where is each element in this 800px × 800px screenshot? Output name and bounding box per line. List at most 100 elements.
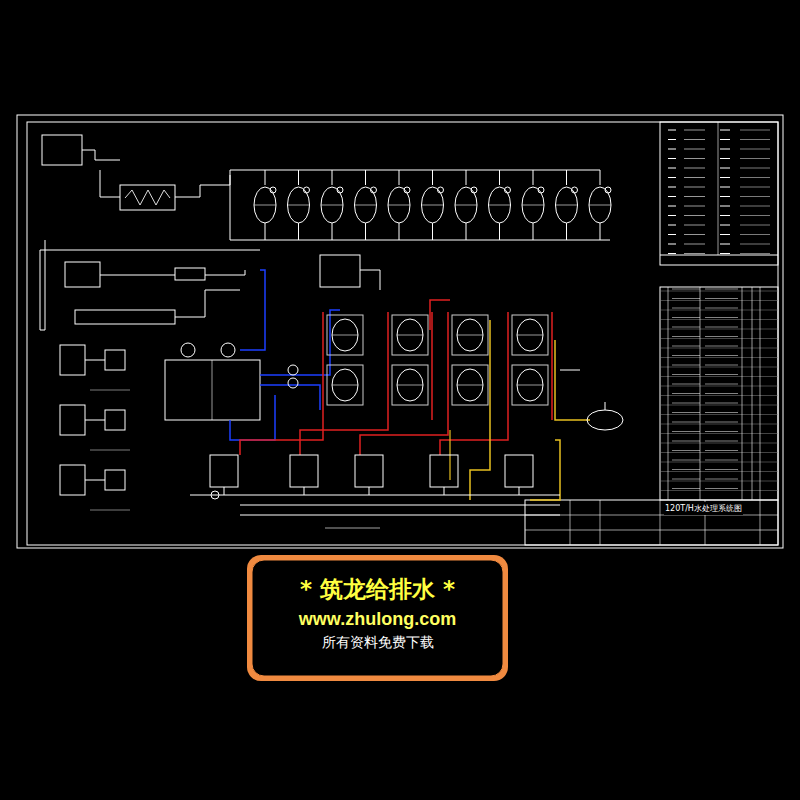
legend-symbol xyxy=(668,244,676,245)
legend-text-mark xyxy=(684,234,705,235)
legend-symbol xyxy=(668,215,676,216)
exchanger-vessel xyxy=(457,319,483,351)
legend-text-mark xyxy=(684,177,705,178)
pipe-line xyxy=(360,270,380,290)
legend-text-mark xyxy=(684,139,705,140)
table-text-mark xyxy=(672,479,700,480)
pipe-line xyxy=(82,150,120,160)
legend-text-mark xyxy=(684,225,705,226)
table-text-mark xyxy=(705,441,738,442)
pipe-line xyxy=(85,420,105,421)
table-text-mark xyxy=(705,365,738,366)
pipe-line xyxy=(240,270,265,350)
pipe-line xyxy=(304,487,305,495)
pipe-line xyxy=(175,290,240,317)
table-text-mark xyxy=(705,479,738,480)
pipe-line xyxy=(566,170,567,185)
legend-text-mark xyxy=(740,234,770,235)
legend-symbol xyxy=(720,139,730,140)
storage-tank xyxy=(165,360,260,420)
table-rule xyxy=(760,500,761,545)
table-text-mark xyxy=(705,393,738,394)
pipe-line xyxy=(100,170,120,197)
legend-text-mark xyxy=(740,177,770,178)
solution-tank xyxy=(430,455,458,487)
pipe-line xyxy=(300,410,388,455)
vessel-detail xyxy=(321,205,343,206)
legend-symbol xyxy=(720,177,730,178)
table-text-mark xyxy=(672,336,700,337)
pipe-line xyxy=(530,440,560,500)
pipe-line xyxy=(40,240,260,330)
gauge-symbol xyxy=(605,187,611,193)
legend-text-mark xyxy=(740,130,770,131)
tank-divider xyxy=(212,360,213,420)
vessel-frame xyxy=(392,365,428,405)
vessel-frame xyxy=(512,315,548,355)
vessel-detail xyxy=(489,205,511,206)
legend-symbol xyxy=(720,130,730,131)
table-text-mark xyxy=(705,412,738,413)
gauge-symbol xyxy=(404,187,410,193)
vessel-detail xyxy=(457,385,483,386)
tank-symbol xyxy=(42,135,82,165)
legend-symbol xyxy=(720,244,730,245)
table-rule xyxy=(525,530,778,531)
table-text-mark xyxy=(705,488,738,489)
table-text-mark xyxy=(705,422,738,423)
filter-symbol xyxy=(175,268,205,280)
watermark-box: * 筑龙给排水 *www.zhulong.com所有资料免费下载 xyxy=(252,560,503,676)
legend-text-mark xyxy=(740,187,770,188)
pipe-line xyxy=(432,223,433,240)
pump-symbol xyxy=(105,350,125,370)
legend-symbol xyxy=(720,187,730,188)
legend-text-mark xyxy=(684,206,705,207)
pipe-line xyxy=(260,385,320,410)
watermark-text: * 筑龙给排水 * xyxy=(252,574,503,605)
tank-symbol xyxy=(60,405,85,435)
legend-text-mark xyxy=(684,149,705,150)
table-text-mark xyxy=(705,403,738,404)
pipe-line xyxy=(322,312,324,410)
vessel-frame xyxy=(452,315,488,355)
pipe-line xyxy=(555,340,590,420)
solution-tank xyxy=(355,455,383,487)
table-text-mark xyxy=(672,298,700,299)
pipe-line xyxy=(230,175,610,240)
solution-tank xyxy=(290,455,318,487)
pipe-line xyxy=(470,320,490,500)
vessel-detail xyxy=(397,335,423,336)
vessel-detail xyxy=(397,385,423,386)
legend-symbol xyxy=(720,234,730,235)
vessel-detail xyxy=(388,205,410,206)
table-rule xyxy=(600,500,601,545)
pump-symbol xyxy=(288,365,298,375)
table-text-mark xyxy=(705,450,738,451)
exchanger-vessel xyxy=(397,319,423,351)
table-rule xyxy=(700,287,701,500)
table-rule xyxy=(752,287,753,500)
legend-symbol xyxy=(668,196,676,197)
vessel-detail xyxy=(254,205,276,206)
table-rule xyxy=(742,287,743,500)
table-text-mark xyxy=(705,327,738,328)
pipe-line xyxy=(369,487,370,495)
pipe-line xyxy=(190,495,560,496)
tank-symbol xyxy=(60,465,85,495)
vessel-detail xyxy=(517,385,543,386)
coil-symbol xyxy=(125,190,170,205)
pipe-line xyxy=(533,223,534,240)
vessel-detail xyxy=(589,205,611,206)
gauge-symbol xyxy=(337,187,343,193)
pipe-line xyxy=(507,312,509,410)
pump-symbol xyxy=(65,262,100,287)
caption-mark xyxy=(90,510,130,511)
watermark-frame xyxy=(247,555,508,681)
table-text-mark xyxy=(672,308,700,309)
pipe-line xyxy=(85,360,105,361)
filter-vessel xyxy=(288,187,310,223)
valve-symbol xyxy=(211,491,219,499)
legend-text-mark xyxy=(740,168,770,169)
pipe-line xyxy=(175,170,600,197)
